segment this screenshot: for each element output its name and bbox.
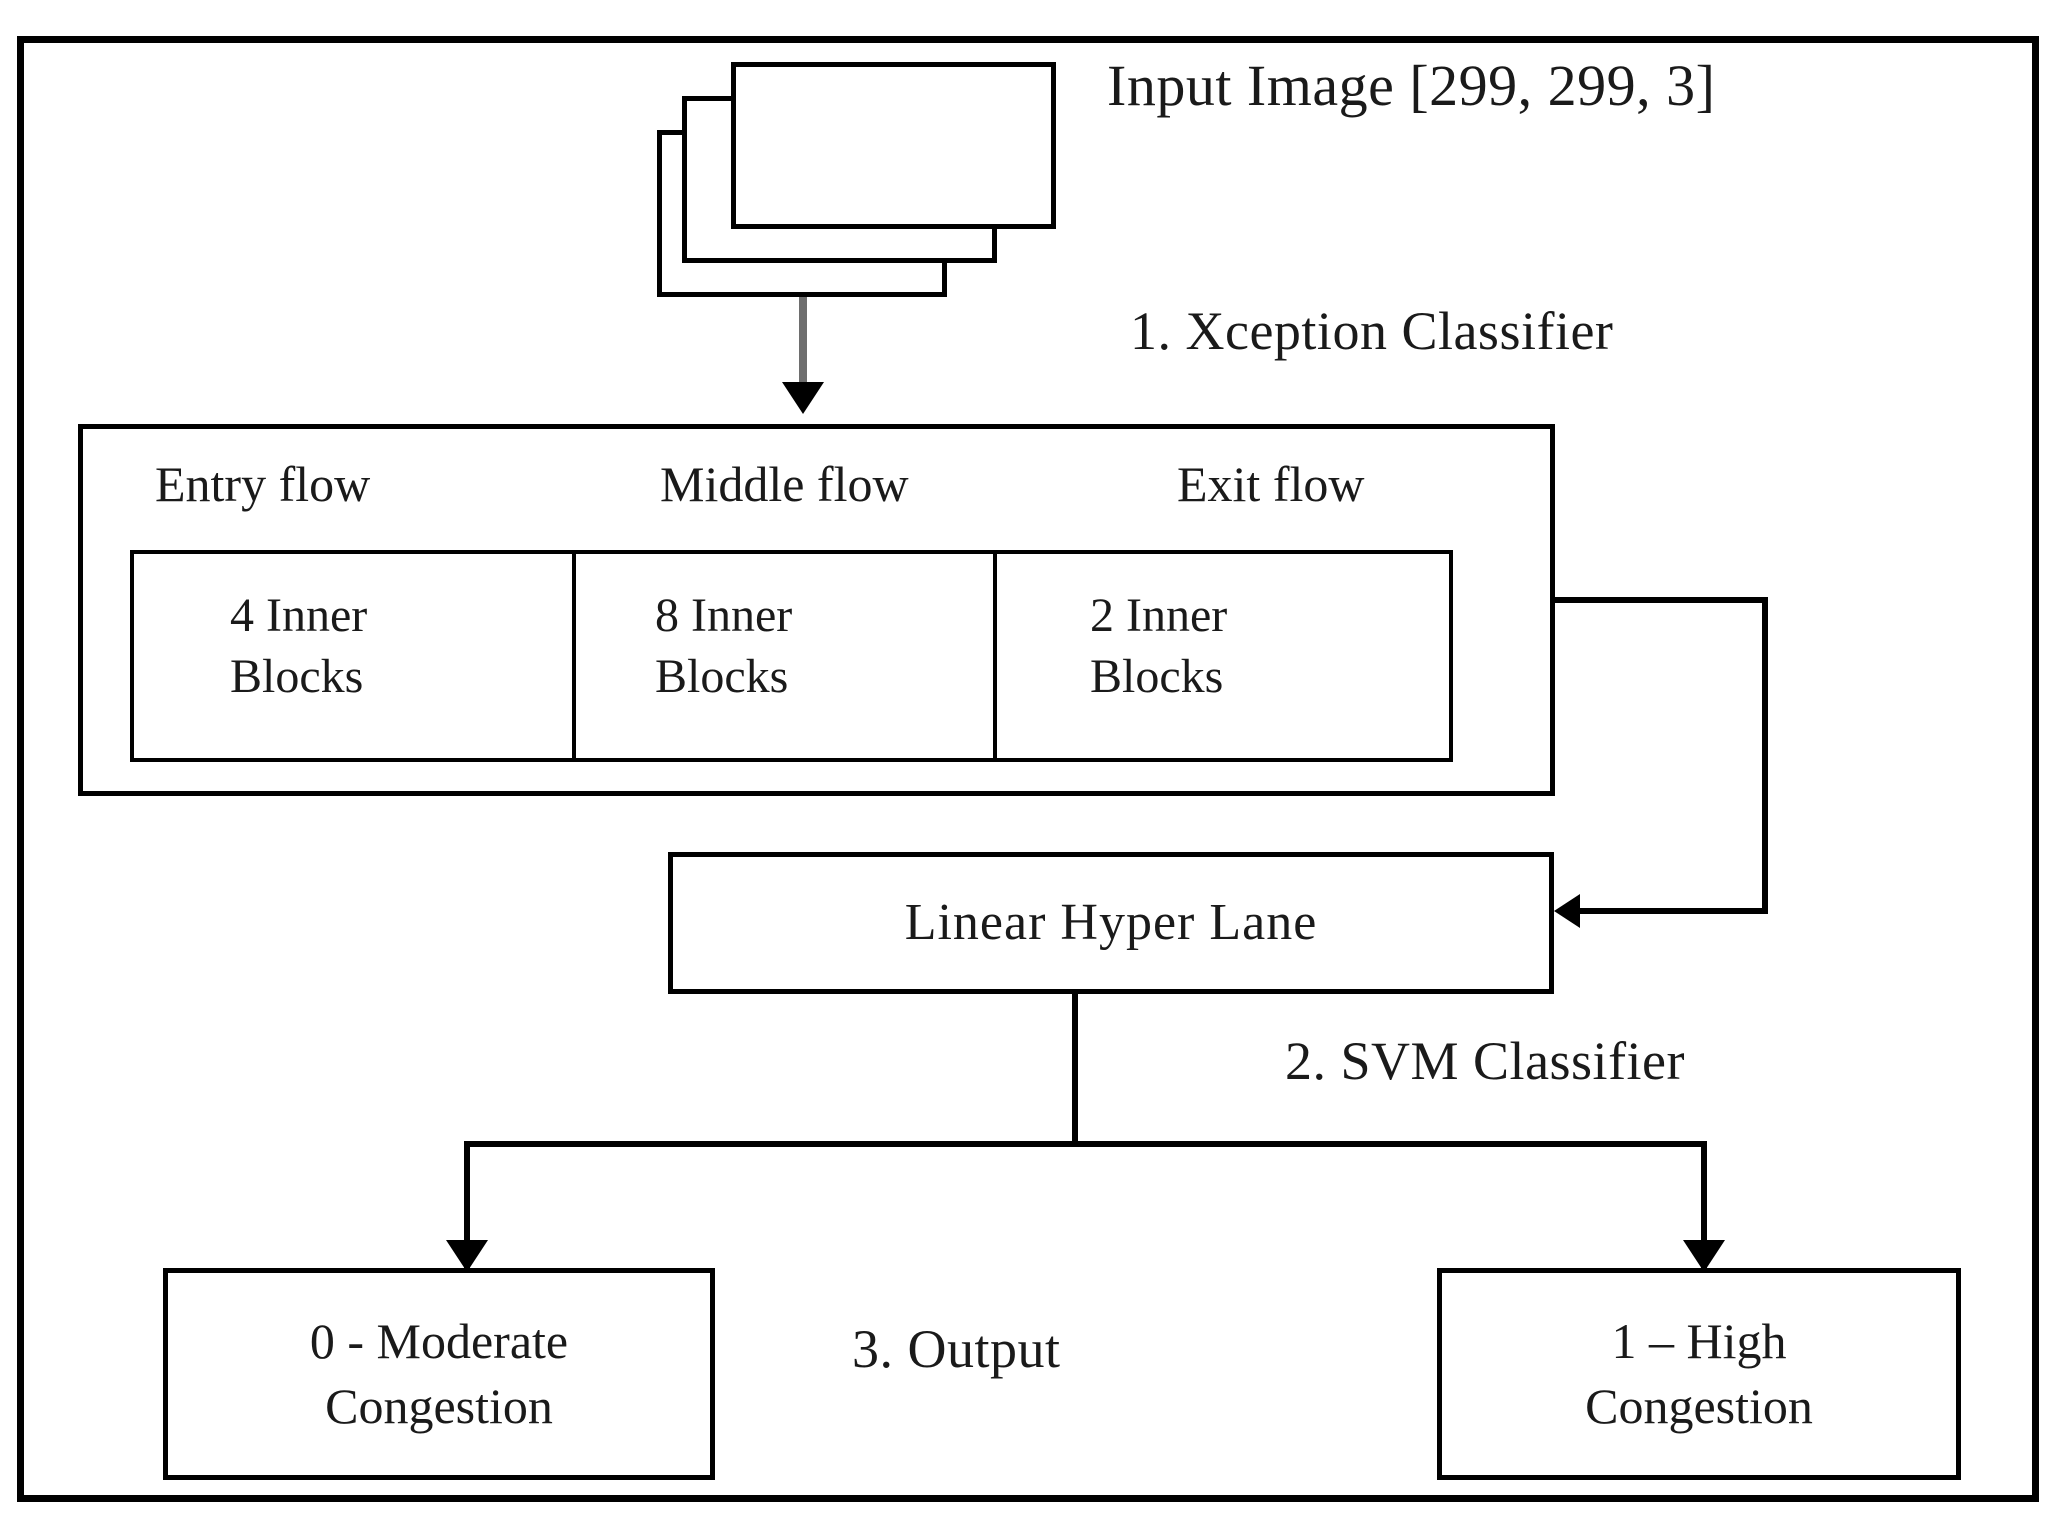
middle-flow-inner-blocks-text: 8 Inner Blocks bbox=[655, 589, 793, 704]
stage-2-label: 2. SVM Classifier bbox=[1285, 1031, 1685, 1091]
middle-flow-label: Middle flow bbox=[660, 456, 909, 512]
exit-flow-label: Exit flow bbox=[1177, 456, 1365, 512]
hyperlane-split-bus bbox=[464, 1141, 1707, 1147]
output-high-congestion-box bbox=[1437, 1268, 1961, 1480]
middle-flow-inner-blocks-cell bbox=[572, 550, 997, 762]
linear-hyper-lane-box bbox=[668, 852, 1554, 994]
xception-to-hyperlane-segment-left bbox=[1580, 908, 1768, 914]
input-to-xception-arrowhead bbox=[782, 382, 824, 414]
hyperlane-split-stem bbox=[1072, 994, 1078, 1146]
stage-1-label: 1. Xception Classifier bbox=[1130, 301, 1614, 361]
input-image-sheet-front bbox=[731, 62, 1056, 229]
entry-flow-label: Entry flow bbox=[155, 456, 371, 512]
output-high-arrowhead bbox=[1683, 1240, 1725, 1272]
output-high-connector bbox=[1701, 1141, 1707, 1274]
output-moderate-connector bbox=[464, 1141, 470, 1274]
input-image-label: Input Image [299, 299, 3] bbox=[1107, 53, 1716, 118]
xception-to-hyperlane-segment-right bbox=[1552, 597, 1768, 603]
exit-flow-inner-blocks-cell bbox=[993, 550, 1453, 762]
output-moderate-congestion-label: 0 - Moderate Congestion bbox=[309, 1313, 569, 1434]
xception-to-hyperlane-segment-down bbox=[1762, 597, 1768, 913]
linear-hyper-lane-label: Linear Hyper Lane bbox=[904, 894, 1318, 952]
stage-3-label: 3. Output bbox=[852, 1319, 1061, 1379]
output-high-congestion-label: 1 – High Congestion bbox=[1585, 1313, 1813, 1434]
exit-flow-inner-blocks-text: 2 Inner Blocks bbox=[1090, 589, 1228, 704]
diagram-outer-frame bbox=[17, 36, 2039, 1502]
output-moderate-arrowhead bbox=[446, 1240, 488, 1272]
output-moderate-congestion-box bbox=[163, 1268, 715, 1480]
xception-to-hyperlane-arrowhead bbox=[1554, 894, 1580, 928]
input-to-xception-connector bbox=[799, 290, 807, 398]
entry-flow-inner-blocks-text: 4 Inner Blocks bbox=[230, 589, 368, 704]
